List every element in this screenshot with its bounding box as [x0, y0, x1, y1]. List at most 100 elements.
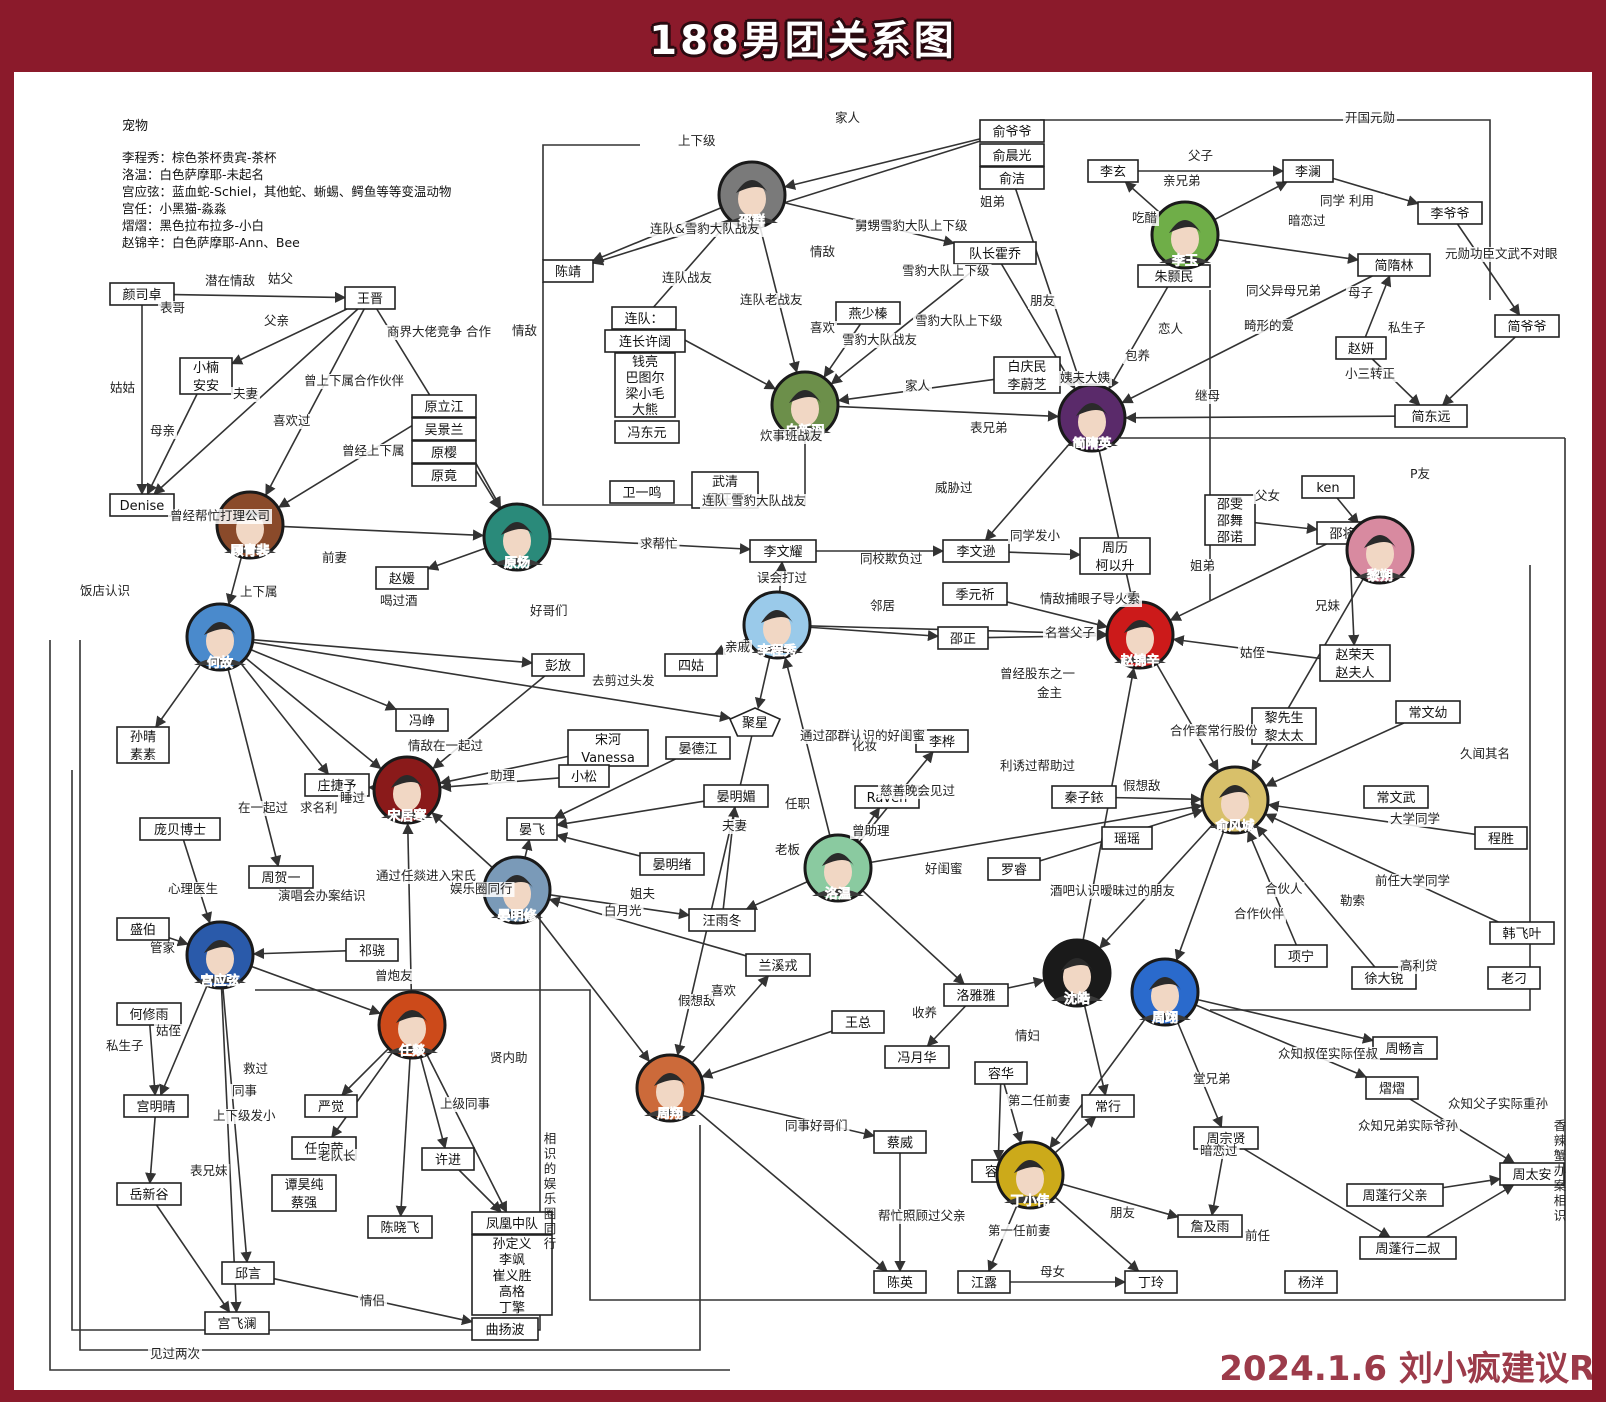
box-label: 巴图尔 — [625, 371, 664, 386]
relation-label: 演唱会办案结识 — [278, 888, 366, 903]
relation-edge — [1364, 274, 1392, 338]
relation-edge — [1156, 664, 1219, 772]
relation-label: 任职 — [785, 796, 810, 811]
relation-label: 元勋功臣文武不对眼 — [1445, 246, 1558, 261]
edge-layer — [49, 119, 1566, 1371]
face-icon — [1221, 787, 1249, 821]
hair-icon — [736, 180, 768, 193]
page-title: 188男团关系图 — [649, 18, 957, 64]
relation-label: 大学同学 — [1390, 811, 1440, 826]
relation-edge — [168, 935, 189, 947]
box-label: 庄捷予 — [317, 778, 356, 794]
box-wangzong: 王总 — [831, 1010, 885, 1034]
relation-label: 私生子 — [106, 1038, 144, 1053]
box-label: 队长霍乔 — [969, 247, 1021, 262]
portrait-jiansuiying[interactable]: 简隋英 — [1057, 383, 1127, 453]
relation-label: 前妻 — [322, 550, 347, 565]
relation-edge — [1169, 543, 1327, 621]
hair-icon — [822, 853, 854, 866]
portrait-songju[interactable]: 宋居寒 — [372, 755, 442, 825]
relation-label: 舅甥雪豹大队上下级 — [855, 218, 968, 233]
relation-label: 勒索 — [1340, 893, 1365, 908]
portrait-lixuan[interactable]: 李玉 — [1150, 200, 1220, 270]
relation-edge — [591, 140, 981, 266]
portrait-shao[interactable]: 邵群 — [717, 160, 787, 230]
portrait-gongyingxian[interactable]: 宫应弦 — [185, 920, 255, 990]
relation-edge — [1098, 451, 1136, 603]
relation-label: 朋友 — [1030, 293, 1055, 308]
relation-label: 姐弟 — [980, 194, 1005, 209]
relation-edge — [984, 443, 1071, 541]
box-yuanlijiang: 原立江 — [411, 394, 477, 418]
box-label: 容华 — [988, 1066, 1014, 1082]
box-zhanjiyu: 詹及雨 — [1177, 1214, 1243, 1238]
relation-label: 心理医生 — [168, 881, 218, 896]
portrait-renyi[interactable]: 任燚 — [377, 990, 447, 1060]
portrait-zhoujiang[interactable]: 周翔 — [635, 1053, 705, 1123]
portrait-yuxiao[interactable]: 俞风城 — [1200, 765, 1270, 835]
relation-edge — [148, 1024, 160, 1097]
relation-label: 暗恋过 — [1200, 1143, 1238, 1158]
relation-edge — [220, 988, 242, 1314]
relation-label: 表兄妹 — [190, 1163, 228, 1178]
portrait-luolin[interactable]: 洛温 — [803, 833, 873, 903]
box-label: 丁擎 — [499, 1301, 525, 1316]
box-label: 周太安 — [1512, 1168, 1551, 1183]
portrait-zhouyi[interactable]: 周翊 — [1130, 957, 1200, 1027]
character-name: 洛温 — [825, 886, 851, 902]
box-label: 杨洋 — [1298, 1276, 1324, 1291]
box-qinziyu: 秦子銥 — [1051, 785, 1117, 809]
relation-label: 第一任前妻 — [988, 1223, 1051, 1238]
portrait-yuanyang[interactable]: 原炀 — [482, 502, 552, 572]
box-label: 武清 — [712, 475, 738, 490]
face-icon — [791, 392, 819, 426]
box-fengyuehua: 冯月华 — [884, 1045, 950, 1069]
box-jianglu: 江露 — [957, 1270, 1011, 1294]
relation-label: 睡过 — [340, 790, 366, 805]
character-name: 任燚 — [398, 1043, 426, 1059]
relation-label: 前任大学同学 — [1375, 873, 1450, 888]
portrait-lijinglue[interactable]: 黎朔 — [1345, 515, 1415, 585]
portrait-heju[interactable]: 何故 — [185, 602, 255, 672]
box-label: 俞爷爷 — [992, 124, 1031, 140]
relation-edge — [240, 663, 329, 775]
relation-label: 姨夫大姨 — [1060, 370, 1111, 385]
relation-edge — [245, 657, 382, 770]
hair-icon — [501, 875, 533, 888]
relation-edge — [555, 800, 705, 829]
box-zhouersu: 周蓬行二叔 — [1359, 1236, 1457, 1260]
relation-edge — [145, 1116, 157, 1185]
hair-icon — [1169, 220, 1201, 233]
relation-label: 假想敌 — [678, 993, 716, 1008]
box-label: 蔡强 — [291, 1196, 317, 1211]
portrait-guchanghe[interactable]: 顾青裴 — [215, 490, 285, 560]
relation-edge — [222, 988, 252, 1264]
box-zhoupengfu: 周蓬行父亲 — [1346, 1183, 1444, 1207]
relation-label: 姑侄 — [1240, 645, 1265, 660]
box-pengfang: 彭放 — [531, 653, 585, 677]
character-name: 黎朔 — [1367, 568, 1393, 584]
portrait-layer: 邵群白新羽李玉简隋英原炀顾青裴何故李程秀赵锦辛黎朔宋居寒晏明修俞风城洛温宫应弦任… — [185, 160, 1415, 1210]
box-label: 李飒 — [499, 1253, 525, 1268]
relation-label: 同学 利用 — [1320, 193, 1374, 208]
portrait-luohe[interactable]: 沈皓 — [1042, 938, 1112, 1008]
box-label: 盛伯 — [130, 923, 156, 938]
pets-legend: 宠物李程秀：棕色茶杯贵宾-茶杯洛温：白色萨摩耶-未起名宫应弦：蓝血蛇-Schie… — [122, 118, 451, 250]
box-denise: Denise — [109, 493, 175, 517]
relation-edge — [251, 649, 398, 711]
box-gongmingqing: 宫明晴 — [123, 1094, 189, 1118]
portrait-zhaojinxin[interactable]: 赵锦辛 — [1105, 600, 1175, 670]
box-label: 常行 — [1095, 1100, 1121, 1115]
hair-icon — [204, 622, 236, 635]
relation-edge — [810, 626, 940, 642]
portrait-yanmingxiu[interactable]: 晏明修 — [482, 855, 552, 925]
portrait-lichengxiu[interactable]: 李程秀 — [742, 590, 812, 660]
box-label: 李文耀 — [763, 545, 802, 560]
portrait-dingzhe[interactable]: 丁小伟 — [995, 1140, 1065, 1210]
relation-edge — [1214, 181, 1288, 221]
box-chengsheng: 程胜 — [1474, 826, 1528, 850]
box-shaozheng: 邵正 — [937, 626, 989, 650]
box-lianzhang: 连长许阔 — [604, 329, 686, 353]
